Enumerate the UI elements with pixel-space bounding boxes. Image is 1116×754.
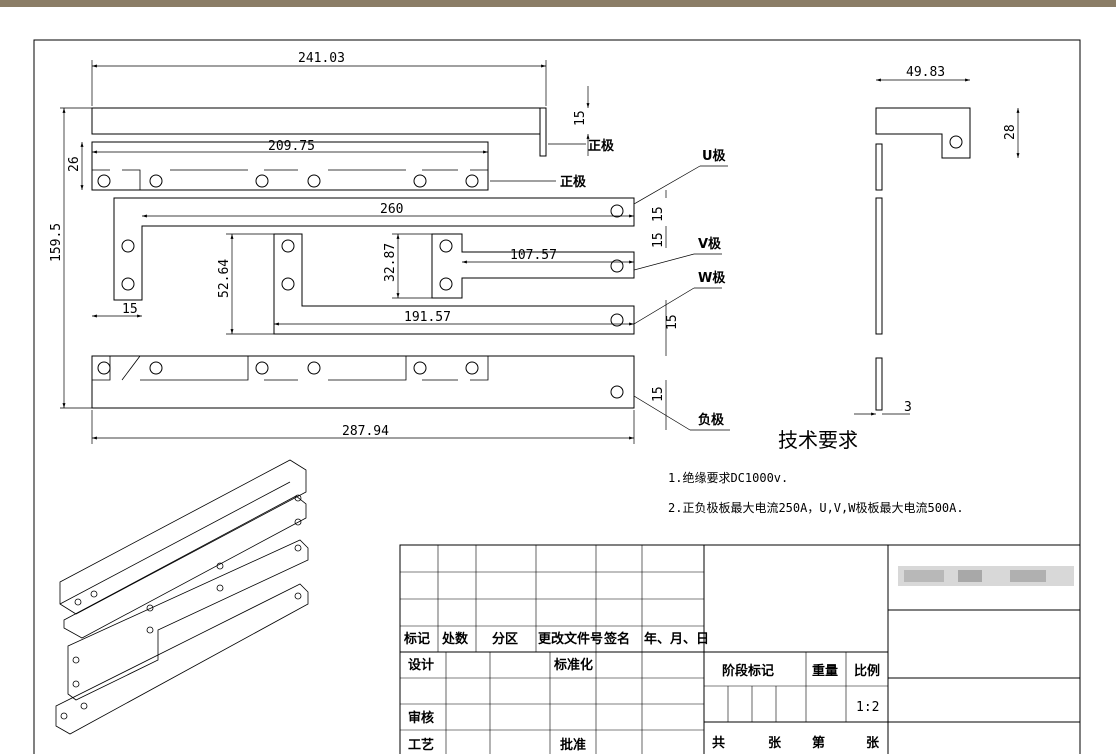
isometric-view bbox=[55, 459, 309, 735]
tb-weight: 重量 bbox=[812, 663, 838, 679]
w-pole-plate bbox=[273, 233, 635, 335]
tb-date: 年、月、日 bbox=[644, 631, 709, 647]
dim-15-neg: 15 bbox=[651, 386, 666, 402]
dim-15-u: 15 bbox=[651, 206, 666, 222]
dim-15-v: 15 bbox=[651, 232, 666, 248]
dim-3: 3 bbox=[904, 400, 912, 415]
dim-107: 107.57 bbox=[510, 248, 557, 263]
tb-design: 设计 bbox=[408, 657, 434, 673]
tb-zone: 分区 bbox=[492, 631, 518, 647]
label-negative: 负极 bbox=[698, 412, 725, 428]
top-bar-plate bbox=[91, 107, 541, 135]
dim-15-left: 15 bbox=[122, 302, 138, 317]
tb-sign: 签名 bbox=[603, 631, 630, 647]
tb-sheets-1: 张 bbox=[768, 736, 782, 751]
v-pole-plate bbox=[431, 233, 635, 299]
dim-287: 287.94 bbox=[342, 424, 389, 439]
dim-241: 241.03 bbox=[298, 51, 345, 66]
dim-209: 209.75 bbox=[268, 139, 315, 154]
title-block bbox=[399, 544, 1081, 754]
tb-review: 审核 bbox=[408, 710, 434, 726]
dim-49: 49.83 bbox=[906, 65, 945, 80]
dimension-lines bbox=[60, 60, 1020, 444]
u-pole-plate bbox=[113, 197, 635, 301]
label-u-pole: U极 bbox=[702, 148, 727, 164]
window-top-strip bbox=[0, 0, 1116, 7]
dim-159: 159.5 bbox=[49, 223, 64, 262]
tb-process: 工艺 bbox=[408, 737, 434, 753]
tb-mark: 标记 bbox=[403, 631, 430, 647]
label-w-pole: W极 bbox=[698, 270, 726, 286]
requirement-1: 1.绝缘要求DC1000v. bbox=[668, 470, 788, 485]
dim-52: 52.64 bbox=[217, 259, 232, 298]
tb-scale-label: 比例 bbox=[854, 663, 880, 679]
drawing-frame bbox=[33, 39, 1081, 754]
tb-scale-value: 1:2 bbox=[856, 700, 879, 715]
tb-page: 第 bbox=[812, 735, 825, 751]
requirements-title: 技术要求 bbox=[778, 428, 858, 452]
label-positive-2: 正极 bbox=[560, 174, 587, 190]
side-view bbox=[875, 107, 971, 411]
tb-standard: 标准化 bbox=[553, 657, 593, 673]
positive-plate bbox=[91, 141, 489, 191]
tb-count: 处数 bbox=[441, 631, 469, 647]
tb-approve: 批准 bbox=[560, 737, 586, 753]
dim-15-w: 15 bbox=[665, 314, 680, 330]
label-positive-1: 正极 bbox=[588, 138, 615, 154]
tb-total: 共 bbox=[712, 735, 725, 751]
dim-260: 260 bbox=[380, 202, 403, 217]
dim-28: 28 bbox=[1003, 124, 1018, 140]
negative-plate bbox=[91, 355, 635, 409]
tb-change-doc: 更改文件号 bbox=[538, 631, 603, 647]
dim-26: 26 bbox=[67, 156, 82, 172]
tb-sheets-2: 张 bbox=[866, 736, 880, 751]
leader-lines bbox=[490, 143, 730, 431]
dim-191: 191.57 bbox=[404, 310, 451, 325]
tb-stage: 阶段标记 bbox=[722, 663, 774, 679]
dim-15-top: 15 bbox=[573, 110, 588, 126]
requirement-2: 2.正负极板最大电流250A，U,V,W极板最大电流500A. bbox=[668, 501, 964, 515]
label-v-pole: V极 bbox=[698, 236, 722, 252]
dim-32: 32.87 bbox=[383, 243, 398, 282]
